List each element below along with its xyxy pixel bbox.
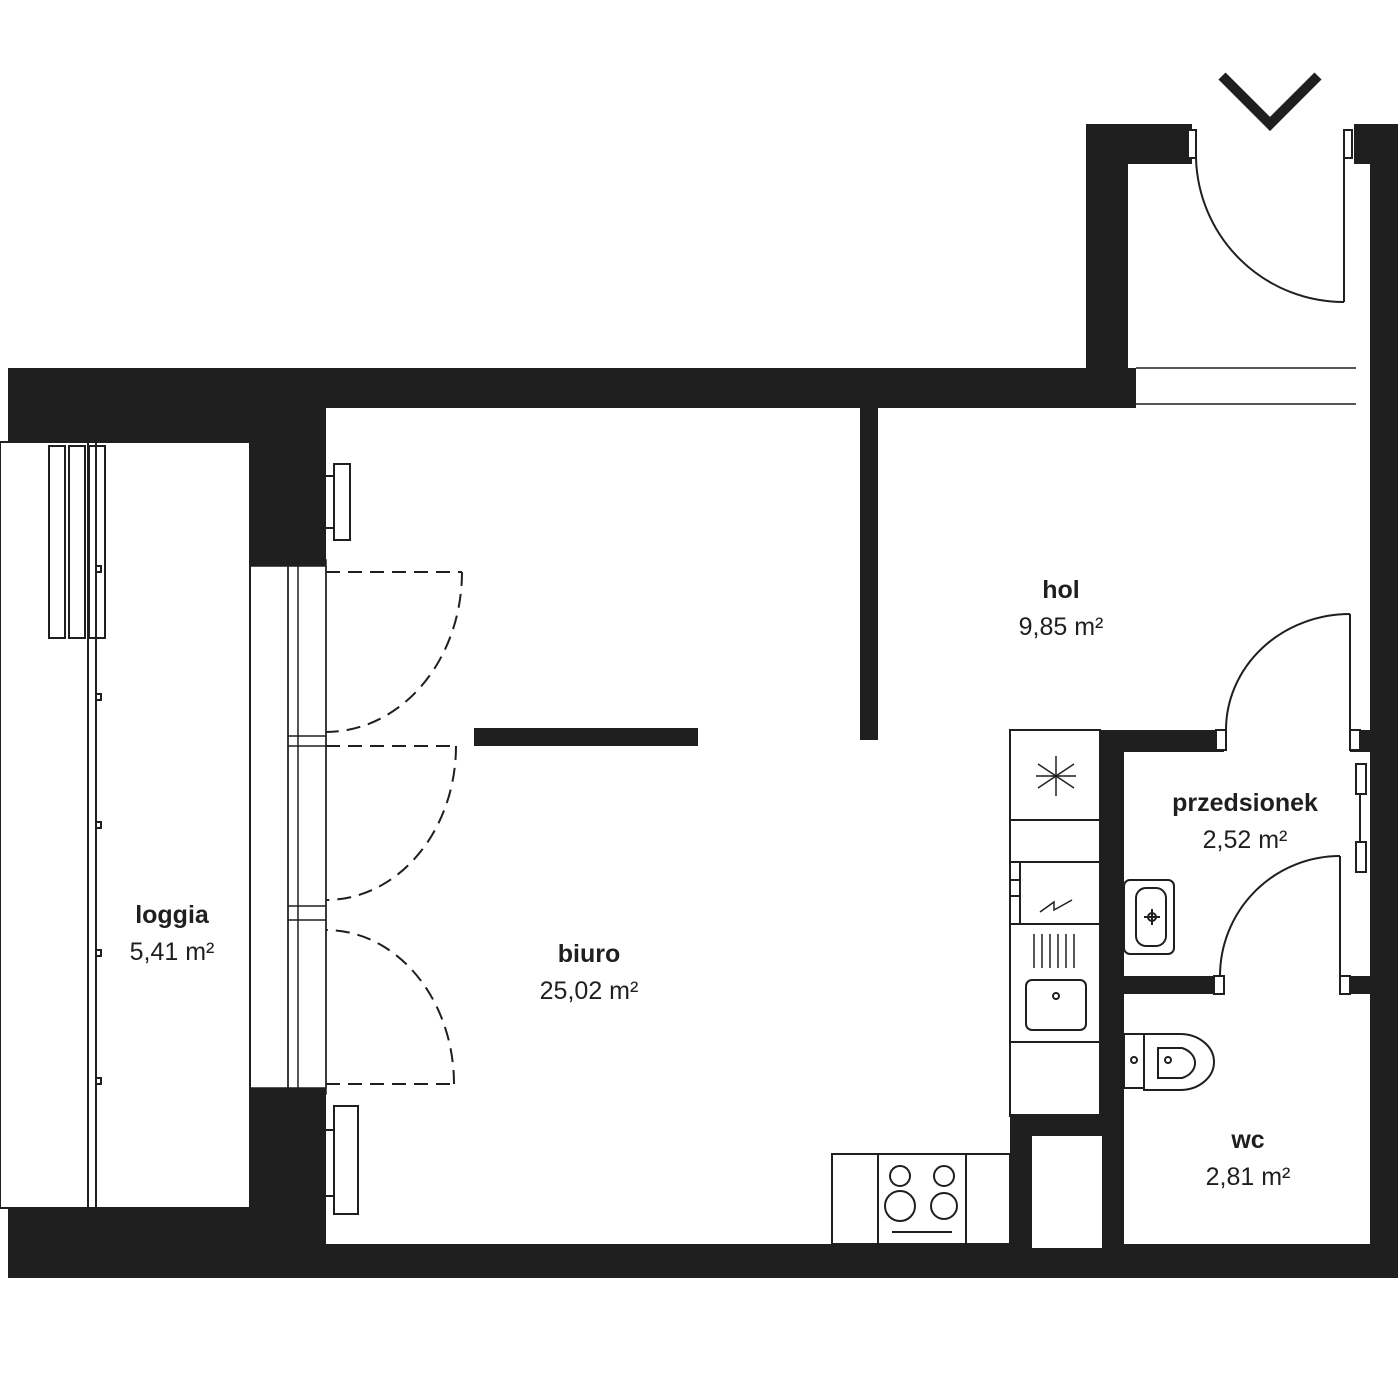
- przedsionek-door: [1215, 613, 1361, 751]
- room-label-loggia: loggia 5,41 m²: [52, 903, 292, 965]
- room-name: wc: [1231, 1126, 1265, 1154]
- chevron-down-icon: [1218, 72, 1322, 132]
- room-label-przedsionek: przedsionek 2,52 m²: [1125, 791, 1365, 853]
- toilet-icon: [1123, 1033, 1215, 1091]
- room-area: 9,85 m²: [1018, 613, 1104, 641]
- stove-icon: [884, 1165, 958, 1222]
- balcony-door-swings: [325, 571, 463, 1085]
- room-area: 2,81 m²: [1205, 1163, 1291, 1191]
- shaft: [1032, 1136, 1102, 1248]
- sink-icon: [1025, 979, 1087, 1031]
- kitchen: [831, 729, 1101, 1245]
- room-area: 5,41 m²: [129, 938, 215, 966]
- room-name: przedsionek: [1172, 789, 1318, 817]
- room-label-hol: hol 9,85 m²: [941, 578, 1181, 640]
- room-label-wc: wc 2,81 m²: [1128, 1128, 1368, 1190]
- balcony-doors: [250, 559, 327, 1095]
- room-name: biuro: [557, 940, 621, 968]
- loggia-area: [0, 441, 251, 1209]
- room-label-biuro: biuro 25,02 m²: [469, 942, 709, 1004]
- wardrobe: [1355, 763, 1367, 873]
- freezer-icon: [1036, 756, 1076, 796]
- dishwasher-icon: [1033, 899, 1075, 968]
- room-area: 25,02 m²: [539, 977, 639, 1005]
- room-name: loggia: [135, 901, 209, 929]
- walls: [8, 124, 1398, 1278]
- washbasin-icon: [1123, 879, 1175, 955]
- radiators: [326, 463, 359, 1215]
- wc-door: [1213, 855, 1351, 995]
- room-name: hol: [1042, 576, 1080, 604]
- room-area: 2,52 m²: [1202, 826, 1288, 854]
- entrance-door: [1136, 129, 1356, 405]
